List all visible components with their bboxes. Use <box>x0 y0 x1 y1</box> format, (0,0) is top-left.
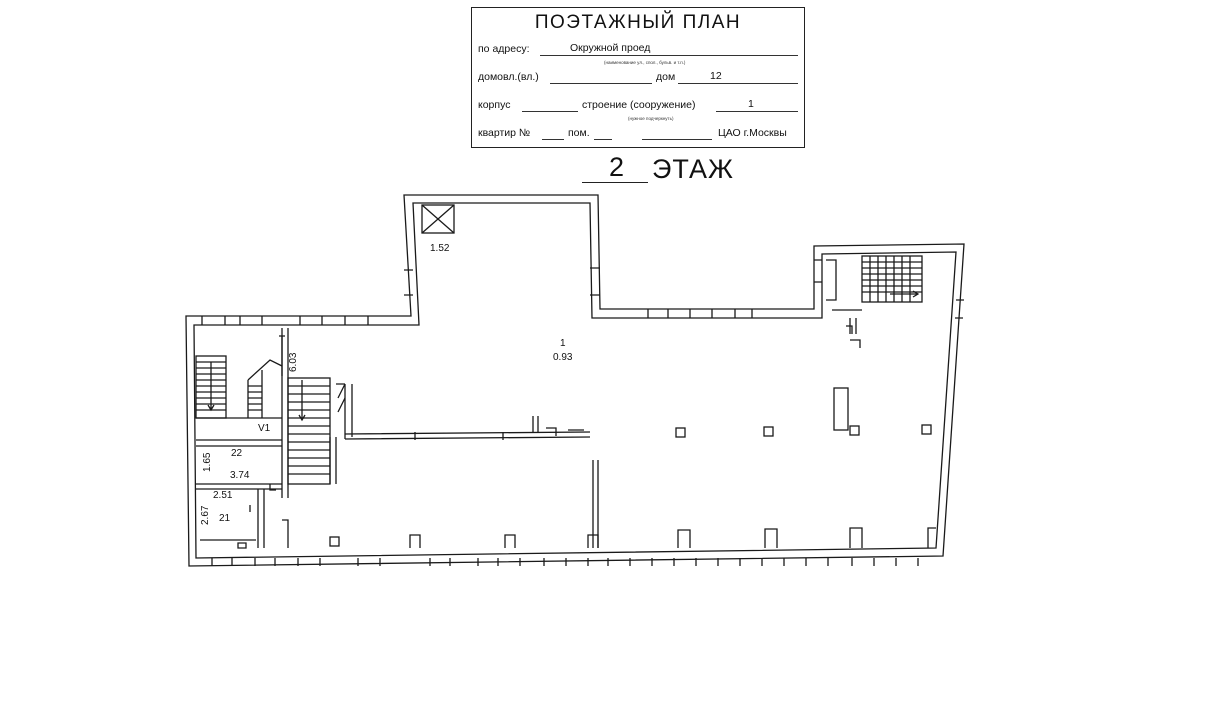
hall-details <box>414 416 584 440</box>
floor-number: 2 <box>609 152 625 182</box>
column <box>329 536 340 547</box>
room22-bottom <box>196 483 282 490</box>
room1-number-label: 1 <box>560 338 566 349</box>
room21-width-label: 2.51 <box>213 490 233 501</box>
district-line <box>642 139 712 140</box>
stamp-row-korpus: корпус строение (сооружение) 1 (нужное п… <box>478 94 798 121</box>
elevator-dim-label: 1.52 <box>430 243 450 254</box>
address-hint: (наименование ул., спол., бульв. и т.п.) <box>604 60 686 65</box>
column <box>921 424 932 435</box>
opening-right-stair <box>814 259 822 283</box>
partition-wall <box>592 460 599 548</box>
stroenie-value: 1 <box>748 98 754 110</box>
kvartir-line <box>542 139 564 140</box>
small-tick-right <box>846 325 853 334</box>
floor-heading: 2 ЭТАЖ <box>582 152 752 188</box>
stamp-title: ПОЭТАЖНЫЙ ПЛАН <box>534 12 742 33</box>
room21-height-label: 2.67 <box>200 505 211 525</box>
right-stair-treads <box>862 261 922 293</box>
address-line <box>540 55 798 56</box>
core-vertical-wall <box>329 437 337 484</box>
room21-number-label: 21 <box>219 513 231 524</box>
domovl-line <box>550 83 652 84</box>
floor-number-underline <box>582 182 648 183</box>
opening-right-wall <box>955 299 964 319</box>
outer-wall <box>185 194 965 567</box>
central-stair <box>287 377 331 485</box>
column <box>763 426 774 437</box>
v1-label: V1 <box>258 423 271 434</box>
stair-dim-line <box>279 335 285 376</box>
dom-line <box>678 83 798 84</box>
pilasters-bottom <box>409 527 936 548</box>
title-stamp: ПОЭТАЖНЫЙ ПЛАН по адресу: Окружной проед… <box>471 7 805 148</box>
district-value: ЦАО г.Москвы <box>718 127 787 139</box>
right-stair <box>861 255 923 303</box>
column <box>675 427 686 438</box>
inner-wall <box>193 202 957 559</box>
korpus-label: корпус <box>478 99 511 111</box>
room21-details <box>200 484 289 549</box>
stamp-row-address: по адресу: Окружной проед (наименование … <box>478 38 798 65</box>
address-value: Окружной проед <box>570 42 651 54</box>
stamp-row-dom: домовл.(вл.) дом 12 <box>478 66 798 86</box>
left-stair-arrow <box>207 362 215 412</box>
opening-right-core <box>590 267 600 296</box>
opening-left-core <box>404 269 413 296</box>
hall-stair-small <box>336 383 346 413</box>
pom-label: пом. <box>568 127 590 139</box>
right-stair-bottom <box>832 309 862 348</box>
address-label: по адресу: <box>478 43 530 55</box>
room21-right <box>257 489 265 548</box>
domovl-label: домовл.(вл.) <box>478 71 539 83</box>
room22-height-label: 1.65 <box>202 452 213 472</box>
windows-bottom <box>211 558 919 566</box>
dom-label: дом <box>656 71 676 83</box>
kvartir-label: квартир № <box>478 127 531 139</box>
windows-top-right <box>647 309 753 318</box>
stamp-row-kvartir: квартир № пом. ЦАО г.Москвы <box>478 122 798 142</box>
hall-bottom-wall <box>344 431 591 440</box>
dom-value: 12 <box>710 70 722 82</box>
elevator-shaft <box>421 204 455 234</box>
room22-width-label: 3.74 <box>230 470 250 481</box>
central-stair-treads <box>288 385 330 475</box>
left-stair <box>195 355 227 419</box>
korpus-line <box>522 111 578 112</box>
central-stair-arrow <box>298 380 306 422</box>
stroenie-label: строение (сооружение) <box>582 99 696 111</box>
windows-top-left <box>201 316 369 325</box>
room1-height-label: 0.93 <box>553 352 573 363</box>
room22-top <box>196 439 282 447</box>
right-stair-side <box>826 259 837 301</box>
elevator-cross <box>421 204 455 234</box>
floor-label: ЭТАЖ <box>652 154 734 184</box>
column <box>849 425 860 436</box>
stroenie-line <box>716 111 798 112</box>
hall-left-wall <box>344 384 353 439</box>
pillar-tall <box>833 387 849 431</box>
right-stair-arrow <box>890 290 920 298</box>
stroenie-hint: (нужное подчеркнуть) <box>628 116 674 121</box>
stair-dim-label: 6.03 <box>288 352 299 372</box>
pom-line <box>594 139 612 140</box>
room22-number-label: 22 <box>231 448 243 459</box>
left-stair-2 <box>247 359 283 418</box>
right-stair-risers <box>869 256 911 302</box>
